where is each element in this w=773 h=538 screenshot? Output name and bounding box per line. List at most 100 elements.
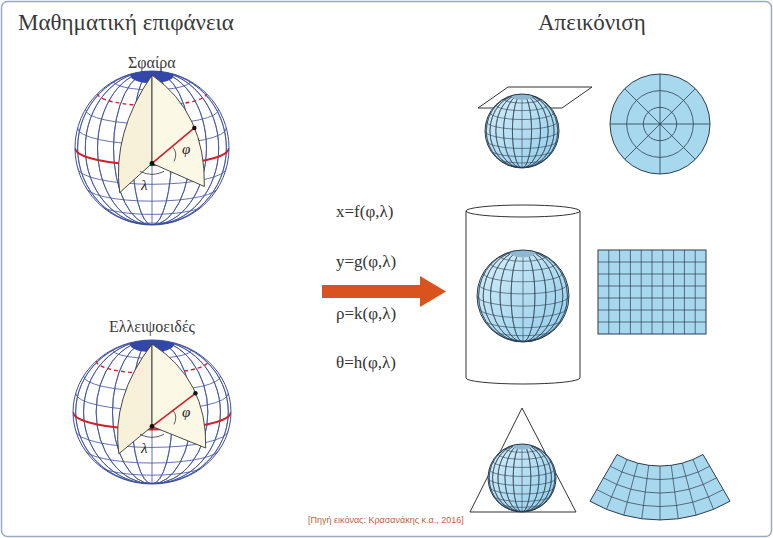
meridian (98, 71, 207, 225)
meridian (522, 94, 523, 168)
parallel (489, 487, 555, 494)
meridian (489, 444, 555, 512)
grid-line (598, 262, 706, 263)
meridian (84, 340, 221, 484)
meridian (504, 94, 541, 168)
formula: x=f(φ,λ) (336, 203, 393, 222)
meridian (486, 94, 557, 168)
globe-outline (477, 250, 569, 342)
globe-body (485, 94, 559, 168)
meridian (76, 340, 229, 484)
meridian (96, 340, 208, 484)
fan-map (590, 455, 730, 520)
parallel (477, 296, 569, 306)
parallel (485, 131, 559, 139)
parallel (490, 150, 554, 157)
parallel (504, 163, 541, 167)
globe-outline (488, 444, 556, 512)
disc-ray (660, 124, 695, 159)
globe (73, 336, 231, 486)
parallel (96, 463, 208, 475)
grid-line (598, 322, 706, 323)
wedge-face (118, 75, 152, 193)
angle-arc (140, 171, 164, 174)
surface-name: Σφαίρα (128, 54, 176, 72)
angle-arc (140, 434, 164, 437)
meridian (479, 250, 568, 342)
meridian (490, 94, 554, 168)
grid-line (662, 250, 663, 334)
wedge-face (152, 344, 206, 448)
angle-arc (173, 410, 176, 424)
parallel (493, 495, 552, 501)
globe (477, 248, 569, 343)
parallel (490, 263, 555, 270)
parallel (486, 141, 557, 149)
parallel (505, 507, 539, 511)
parallel (483, 319, 563, 328)
formula: θ=h(φ,λ) (336, 354, 396, 373)
disc-ray (660, 124, 661, 174)
meridian (498, 444, 546, 512)
meridian (513, 444, 531, 512)
parallel (479, 308, 568, 318)
meridian (483, 250, 563, 342)
meridian (493, 444, 552, 512)
angle-label: λ (141, 440, 148, 457)
meridian (500, 250, 546, 342)
fan-parallel (610, 466, 710, 479)
meridian (496, 94, 548, 168)
caption: [Πηγή εικόνας: Κρασανάκης κ.α., 2016] (308, 516, 464, 526)
meridian (483, 250, 563, 342)
parallel (486, 121, 557, 129)
surface-name: Ελλειψοειδές (109, 318, 195, 336)
grid-map (598, 250, 706, 334)
section-wedge (118, 344, 206, 454)
globe (75, 68, 229, 227)
meridian (522, 444, 523, 512)
meridian (76, 340, 229, 484)
meridian (490, 250, 555, 342)
meridian (505, 444, 539, 512)
globe (485, 93, 559, 169)
parallel (84, 448, 221, 463)
parallel (483, 273, 563, 282)
meridian (85, 71, 218, 225)
meridian (84, 340, 221, 484)
disc-ray (660, 74, 661, 124)
globe-body (73, 340, 231, 484)
angle-label: φ (182, 141, 190, 158)
meridian (511, 250, 535, 342)
disc-ray (660, 124, 710, 125)
disc-ray (660, 89, 695, 124)
parallel (85, 187, 218, 202)
meridian (513, 444, 531, 512)
parallel (493, 461, 552, 467)
grid-line (684, 250, 685, 334)
grid-line (598, 286, 706, 287)
cylinder-side (466, 211, 580, 384)
grid-line (598, 298, 706, 299)
angle-label: φ (182, 404, 190, 421)
angle-arc (173, 147, 176, 161)
wedge-face (118, 344, 152, 454)
fan-parallel (597, 490, 724, 507)
angle-label: λ (141, 177, 148, 194)
cylinder (466, 205, 580, 384)
globe-outline (73, 340, 231, 484)
parallel (113, 474, 192, 483)
meridian (479, 250, 568, 342)
meridian (489, 444, 555, 512)
globes (73, 68, 569, 513)
parallel (498, 454, 546, 459)
center-dot (150, 161, 155, 166)
globe-outline (75, 71, 229, 225)
meridian (512, 94, 531, 168)
globe-body (477, 250, 569, 342)
grid-line (608, 250, 609, 334)
disc-ray (610, 124, 660, 125)
latitude-ray (152, 393, 195, 426)
cylindrical-map (598, 250, 706, 334)
